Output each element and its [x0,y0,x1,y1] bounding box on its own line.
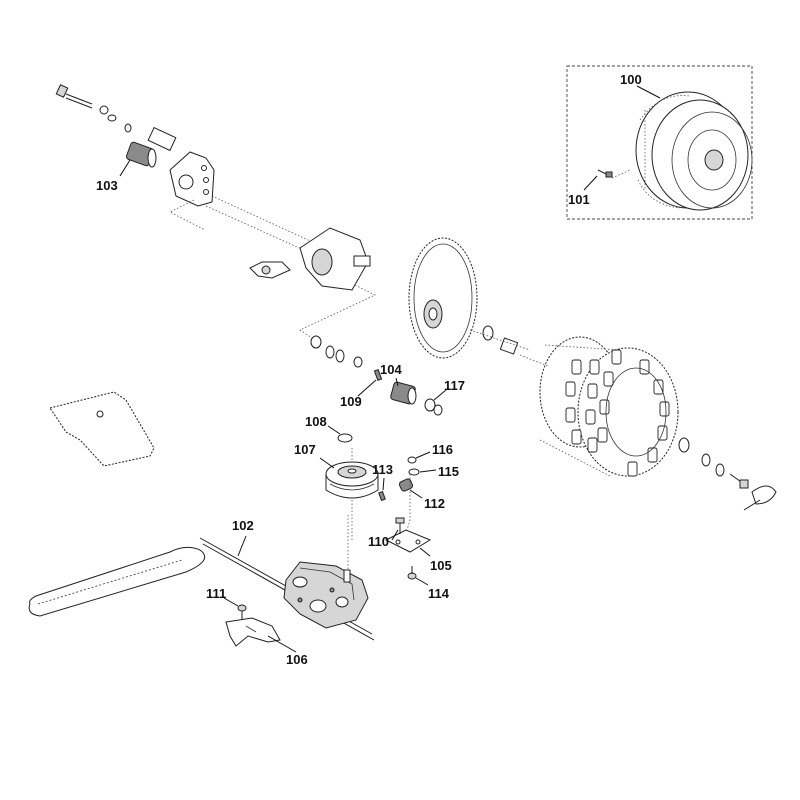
bracket-plate-top[interactable] [169,151,215,207]
label-107: 107 [294,442,316,457]
leader-102 [237,535,247,557]
spacer-right-1[interactable] [482,325,494,341]
leader-100 [636,85,661,99]
bolt-114[interactable] [407,566,417,580]
label-111: 111 [206,586,226,601]
leader-115 [419,469,437,473]
top-axle-assembly [55,84,331,261]
leader-117 [433,389,447,401]
shaft-bushing-top[interactable] [147,126,177,152]
leader-103 [119,159,131,177]
label-113: 113 [372,462,393,477]
leader-114 [415,577,429,586]
sprocket-gear[interactable] [408,237,478,359]
label-100: 100 [620,72,642,87]
leader-106 [267,635,297,653]
leader-110 [391,529,399,541]
leader-111 [223,597,239,607]
bolt-right[interactable] [729,473,749,489]
washer-mid-2[interactable] [325,345,335,359]
leader-104 [395,377,399,387]
leader-107 [319,457,335,469]
screw-111[interactable] [237,604,247,620]
hub-cap-right[interactable] [743,485,777,511]
washer-top-1[interactable] [99,105,109,115]
drive-belt[interactable] [28,546,206,617]
label-117: 117 [444,378,465,393]
label-106: 106 [286,652,308,667]
clip-top[interactable] [124,123,132,133]
leader-101 [583,175,598,191]
leader-105 [419,547,431,557]
leader-113 [382,477,385,491]
key-109[interactable] [373,368,383,382]
cable-guide-106[interactable] [225,617,281,647]
washer-top-2[interactable] [107,114,117,122]
leader-109 [357,379,377,397]
screw-101[interactable] [597,169,631,179]
spacer-right-2[interactable] [499,337,519,355]
circlip-117[interactable] [424,398,443,416]
part-number-labels: 100 101 103 104 117 109 108 107 116 115 … [96,72,642,667]
label-115: 115 [438,464,459,479]
washer-mid-3[interactable] [335,349,345,363]
bolt-top[interactable] [55,84,93,109]
pin-113[interactable] [378,490,386,502]
gear-housing[interactable] [299,227,371,291]
label-102: 102 [232,518,254,533]
leader-116 [415,451,431,459]
washer-mid-1[interactable] [310,335,322,349]
label-114: 114 [428,586,450,601]
bearing-103[interactable] [125,141,157,168]
leader-108 [327,425,341,435]
label-110: 110 [368,534,389,549]
label-104: 104 [380,362,402,377]
transmission-gearbox[interactable] [283,561,369,629]
label-101: 101 [568,192,590,207]
label-112: 112 [424,496,445,511]
washer-115[interactable] [408,468,420,476]
label-109: 109 [340,394,362,409]
leader-112 [409,489,423,499]
label-105: 105 [430,558,452,573]
inset-box [566,65,753,220]
connector-dotted [299,284,376,339]
spring-112[interactable] [398,478,414,492]
washer-right-2[interactable] [701,453,711,467]
wheel-hub-cover-100[interactable] [635,91,753,211]
label-103: 103 [96,178,118,193]
label-116: 116 [432,442,453,457]
screw-110[interactable] [395,517,405,534]
lever-clip[interactable] [249,261,291,279]
pulley-107[interactable] [325,461,379,499]
label-108: 108 [305,414,327,429]
washer-right-1[interactable] [678,437,690,453]
wheel-tire[interactable] [539,336,679,477]
nut-116[interactable] [407,456,417,464]
bracket-105[interactable] [384,529,432,553]
pinion-104[interactable] [390,381,417,405]
circlip-108[interactable] [337,433,353,443]
washer-mid-4[interactable] [353,356,363,368]
washer-right-3[interactable] [715,463,725,477]
deflector-plate[interactable] [49,391,155,467]
